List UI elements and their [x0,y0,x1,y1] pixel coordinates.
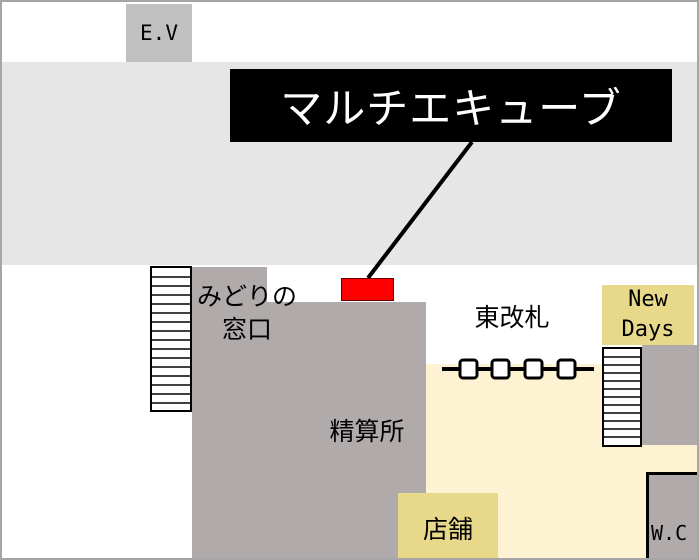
stairs-right [602,347,642,447]
midori-window-label: みどりの 窓口 [196,282,297,344]
office-block [192,302,426,558]
stairs-left [150,266,192,412]
elevator-label: E.V [140,21,178,45]
office-block-upper [192,267,267,303]
multi-cube-label: マルチエキューブ [280,84,622,133]
multi-cube-callout: マルチエキューブ [230,69,672,142]
side-block [642,345,697,445]
ticket-gates [442,358,594,380]
east-gate-label: 東改札 [474,303,550,332]
fare-adjustment-label: 精算所 [329,417,405,446]
elevator-box: E.V [126,4,192,62]
wc-box: W.C [646,472,697,558]
wc-label: W.C [651,521,688,545]
newdays-store: New Days [602,285,694,345]
newdays-label: New Days [621,287,675,342]
shop-box: 店舗 [398,493,498,558]
shop-label: 店舗 [422,514,473,544]
multi-cube-marker [341,278,394,301]
